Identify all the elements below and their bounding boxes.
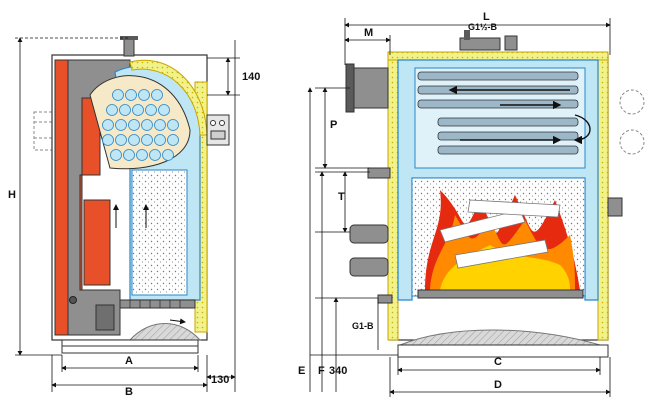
firebox-front	[131, 169, 188, 296]
tube-bundle-front	[89, 75, 191, 170]
tube-circle	[151, 89, 163, 101]
tube-circle	[138, 89, 150, 101]
front-section-view: H 140 A B 130	[8, 36, 260, 398]
tube-circle	[154, 119, 166, 131]
label-T: T	[338, 191, 345, 203]
label-G1-B: G1-B	[352, 321, 374, 331]
label-P: P	[330, 119, 337, 131]
label-F: F	[318, 365, 325, 377]
tube-circle	[167, 119, 179, 131]
label-L: L	[483, 11, 490, 23]
label-130: 130	[211, 374, 229, 386]
label-B: B	[125, 386, 133, 398]
side-section-view: L M G1½-B P T G1-B C D E F 340	[298, 11, 645, 397]
tube-circle	[106, 104, 118, 116]
label-C: C	[494, 356, 502, 368]
wood-logs	[439, 199, 561, 269]
burner-outline	[33, 111, 53, 151]
tube-circle	[102, 134, 114, 146]
tube-circle	[162, 149, 174, 161]
flue-gas-arrows	[448, 85, 591, 145]
tube-circle	[123, 149, 135, 161]
label-140: 140	[242, 71, 260, 83]
door-handle-icon	[69, 296, 77, 304]
tube-circle	[119, 104, 131, 116]
tube-circle	[115, 119, 127, 131]
tube-circle	[167, 134, 179, 146]
dimensions-side	[307, 18, 611, 397]
ash-pile-side	[399, 329, 601, 346]
ash-door	[95, 304, 115, 331]
label-M: M	[364, 27, 373, 39]
label-E: E	[298, 365, 305, 377]
label-340: 340	[329, 365, 347, 377]
tube-circle	[112, 89, 124, 101]
tube-circle	[102, 119, 114, 131]
tube-circle	[141, 119, 153, 131]
tube-circle	[145, 104, 157, 116]
tube-circle	[125, 89, 137, 101]
tube-circle	[149, 149, 161, 161]
tube-circle	[136, 149, 148, 161]
safety-valve-front	[123, 37, 135, 57]
flue-tubes	[417, 71, 579, 155]
tube-circle	[154, 134, 166, 146]
tube-circle	[110, 149, 122, 161]
side-handle	[607, 197, 623, 217]
tube-circle	[128, 119, 140, 131]
label-G1-half-B: G1½-B	[468, 22, 498, 32]
grate-front	[119, 299, 196, 309]
tube-circle	[158, 104, 170, 116]
label-D: D	[494, 379, 502, 391]
grate-side	[417, 289, 584, 299]
tube-circle	[115, 134, 127, 146]
base-side	[397, 344, 609, 358]
flue-outlet	[349, 67, 389, 109]
label-H: H	[8, 189, 16, 201]
tube-circle	[132, 104, 144, 116]
tube-circle	[128, 134, 140, 146]
dimensions-front	[15, 37, 240, 392]
air-inlets	[349, 167, 393, 304]
tube-circle	[141, 134, 153, 146]
label-A: A	[125, 355, 133, 367]
right-outlets	[619, 89, 645, 155]
ash-pile-front	[128, 323, 202, 341]
top-valve	[459, 37, 501, 51]
lower-door-refractory	[83, 199, 111, 286]
air-flow-arrows-front	[113, 204, 186, 325]
top-insulation-arc	[129, 59, 208, 136]
control-panel	[206, 114, 230, 146]
